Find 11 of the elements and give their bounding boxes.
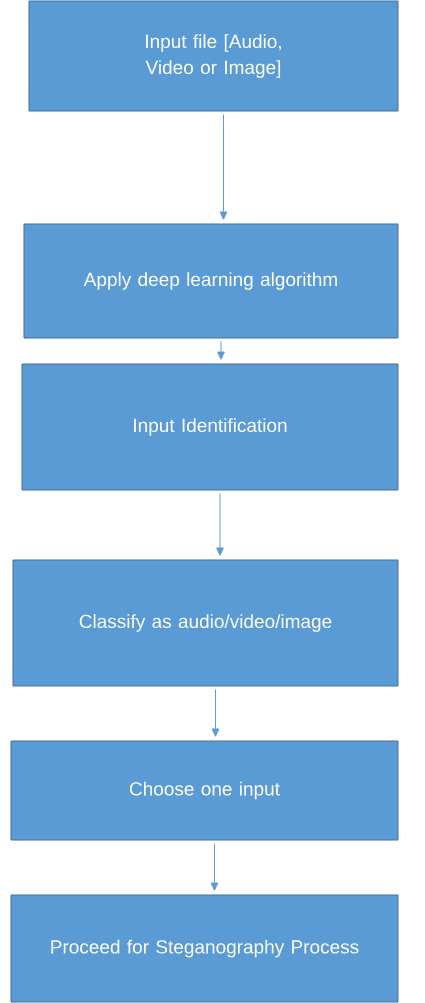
process-box: Choose one input	[10, 740, 399, 841]
process-box: Input file [Audio, Video or Image]	[28, 0, 399, 112]
arrow	[217, 341, 225, 360]
process-box: Proceed for Steganography Process	[10, 894, 399, 1003]
arrow	[219, 114, 228, 220]
arrow	[210, 843, 219, 891]
arrow	[211, 689, 220, 737]
process-box: Classify as audio/video/image	[12, 559, 399, 687]
process-box: Input Identification	[21, 363, 399, 491]
arrow	[216, 493, 224, 556]
process-box: Apply deep learning algorithm	[23, 223, 399, 339]
